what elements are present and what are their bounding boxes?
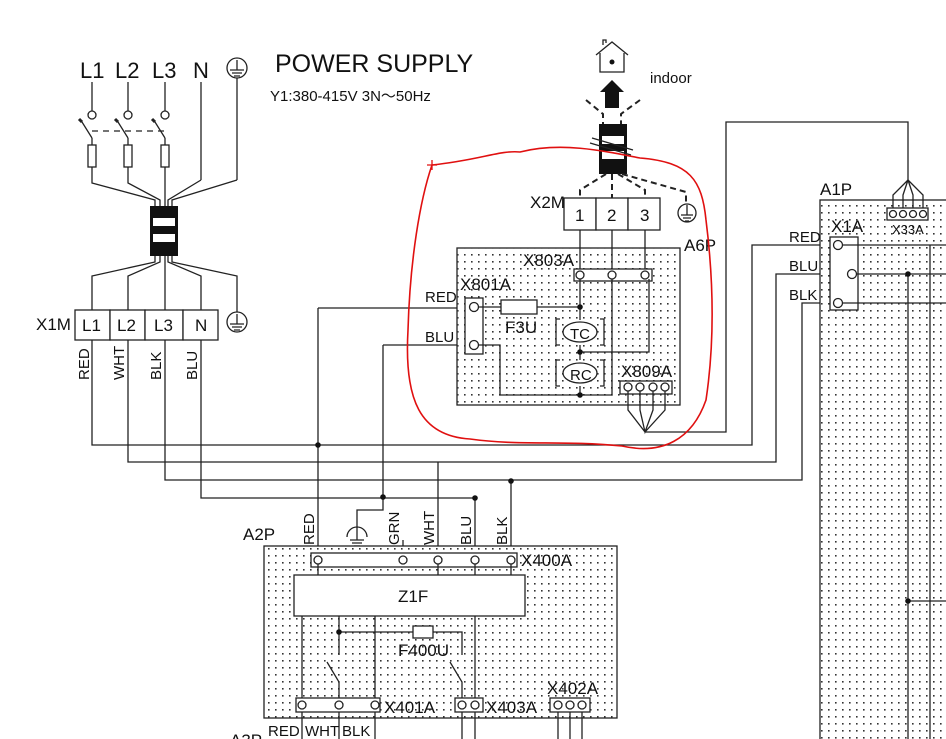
x403a-label: X403A bbox=[486, 698, 538, 717]
a3p-labels: A3P RED WHT BLK bbox=[230, 723, 370, 739]
phase-n-label: N bbox=[193, 58, 209, 83]
f3u-label: F3U bbox=[505, 318, 537, 337]
a6p-wire-blu: BLU bbox=[425, 329, 454, 346]
cable-clamp-icon bbox=[150, 206, 178, 256]
a2p-wire-wht: WHT bbox=[421, 511, 438, 545]
house-icon bbox=[595, 39, 629, 73]
a1p-wire-blu: BLU bbox=[789, 258, 818, 275]
a1p-label: A1P bbox=[820, 180, 852, 199]
indoor-label: indoor bbox=[650, 70, 692, 87]
rc-relay: RC bbox=[555, 359, 605, 387]
ground-icon bbox=[226, 57, 248, 79]
x2m-terminal-1: 1 bbox=[575, 206, 584, 225]
annotation-start-mark bbox=[427, 160, 437, 170]
a3p-wire-blk: BLK bbox=[342, 723, 370, 739]
a3p-label: A3P bbox=[230, 731, 262, 739]
x401a-label: X401A bbox=[384, 698, 436, 717]
power-supply-spec: Y1:380-415V 3N～50Hz bbox=[270, 88, 431, 105]
a1p-board: A1P RED BLU BLK X1A X33A bbox=[789, 179, 946, 739]
power-supply: POWER SUPPLY Y1:380-415V 3N～50Hz L1 L2 L… bbox=[77, 50, 474, 312]
phase-l3-label: L3 bbox=[152, 58, 176, 83]
f3u-fuse bbox=[500, 299, 538, 315]
a6p-label: A6P bbox=[684, 236, 716, 255]
x2m-terminal-3: 3 bbox=[640, 206, 649, 225]
a6p-board: A6P X803A X801A RED BLU F3U TC RC X809A bbox=[425, 230, 716, 435]
z1f-label: Z1F bbox=[398, 587, 428, 606]
x1m-terminal-n: N bbox=[195, 316, 207, 335]
phase-l2-label: L2 bbox=[115, 58, 139, 83]
rc-label: RC bbox=[570, 367, 592, 384]
x1a-label: X1A bbox=[831, 217, 864, 236]
x33a-label: X33A bbox=[892, 222, 924, 237]
ground-icon bbox=[677, 203, 697, 223]
tc-label: TC bbox=[570, 326, 590, 343]
z1f-filter bbox=[293, 574, 526, 617]
x1m-terminal-l3: L3 bbox=[154, 316, 173, 335]
cable-clamp-icon bbox=[589, 124, 634, 174]
power-supply-title: POWER SUPPLY bbox=[275, 50, 474, 78]
a2p-board: A2P RED GRN WHT BLU BLK X400A Z1F F400U … bbox=[243, 511, 618, 739]
a3p-wire-red: RED bbox=[268, 723, 300, 739]
ground-icon bbox=[226, 311, 248, 333]
x402a-label: X402A bbox=[547, 679, 599, 698]
x803a-label: X803A bbox=[523, 251, 575, 270]
f400u-fuse bbox=[412, 625, 434, 639]
x809a-label: X809A bbox=[621, 362, 673, 381]
a2p-label: A2P bbox=[243, 525, 275, 544]
ground-icon bbox=[346, 526, 368, 547]
arrow-up-icon bbox=[600, 80, 624, 108]
a3p-wire-wht: WHT bbox=[305, 723, 339, 739]
x1m-terminal-l2: L2 bbox=[117, 316, 136, 335]
f400u-label: F400U bbox=[398, 641, 449, 660]
x1m-wire-wht: WHT bbox=[111, 346, 128, 380]
x1m-wire-red: RED bbox=[76, 348, 93, 380]
a1p-wire-red: RED bbox=[789, 229, 821, 246]
a2p-wire-red: RED bbox=[301, 513, 318, 545]
x1m-terminal-block: X1M L1 L2 L3 N RED WHT BLK BLU bbox=[36, 285, 248, 380]
a1p-wire-blk: BLK bbox=[789, 287, 817, 304]
x1m-terminal-l1: L1 bbox=[82, 316, 101, 335]
x801a-label: X801A bbox=[460, 275, 512, 294]
tc-relay: TC bbox=[555, 318, 605, 346]
phase-l1-label: L1 bbox=[80, 58, 104, 83]
x2m-terminal-2: 2 bbox=[607, 206, 616, 225]
x1m-wire-blu: BLU bbox=[184, 351, 201, 380]
a6p-wire-red: RED bbox=[425, 289, 457, 306]
a2p-wire-blk: BLK bbox=[494, 517, 511, 545]
x400a-label: X400A bbox=[521, 551, 573, 570]
x1m-wire-blk: BLK bbox=[148, 352, 165, 380]
fuse-icons bbox=[87, 144, 170, 168]
a2p-wire-blu: BLU bbox=[458, 516, 475, 545]
main-wiring bbox=[91, 121, 909, 556]
red-annotation-circle bbox=[406, 146, 713, 450]
breaker-switch bbox=[77, 78, 238, 180]
indoor-connection: indoor X2M 1 2 3 bbox=[530, 39, 697, 231]
a2p-wire-grn: GRN bbox=[386, 512, 403, 545]
x2m-label: X2M bbox=[530, 193, 565, 212]
x1m-label: X1M bbox=[36, 315, 71, 334]
